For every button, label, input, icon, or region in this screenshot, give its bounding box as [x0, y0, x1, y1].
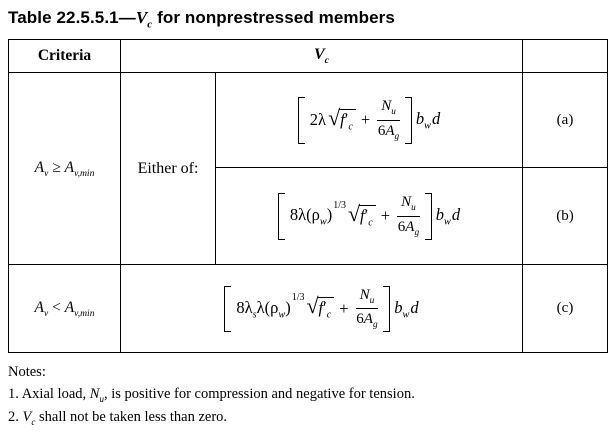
label-a: (a): [556, 111, 574, 128]
criteria-expression: Av < Av,min: [34, 298, 95, 319]
fraction-denominator: 6Ag: [397, 218, 420, 238]
radicand: f′c: [359, 204, 376, 228]
radical-icon: √: [347, 200, 361, 226]
formula-b-cell: 8λ(ρw)1/3 √ f′c + Nu 6Ag bwd: [216, 168, 523, 266]
label-b-cell: (b): [523, 168, 607, 266]
title-prefix: Table 22.5.5.1—: [8, 8, 136, 27]
formula-b-tail: bwd: [435, 205, 461, 228]
right-bracket-icon: [424, 193, 432, 240]
formula-b-coefficient: 8λ(ρw)1/3: [289, 199, 346, 228]
table-title: Table 22.5.5.1—Vc for nonprestressed mem…: [8, 8, 606, 30]
note-2: 2. Vc shall not be taken less than zero.: [8, 408, 228, 427]
header-criteria-label: Criteria: [37, 47, 92, 65]
header-empty-cell: [523, 40, 607, 74]
header-vc: Vc: [121, 40, 523, 74]
either-of-label: Either of:: [137, 159, 199, 177]
fraction-numerator: Nu: [397, 193, 420, 217]
title-variable: V: [135, 8, 148, 27]
formula-c-tail: bwd: [394, 297, 419, 321]
note-1: 1. Axial load, Nu, is positive for compr…: [8, 386, 415, 405]
fraction-denominator: 6Ag: [377, 122, 400, 142]
notes-section: Notes: 1. Axial load, Nu, is positive fo…: [8, 362, 606, 428]
plus-operator: +: [339, 298, 349, 318]
formula-c: 8λsλ(ρw)1/3 √ f′c + Nu 6Ag bwd: [224, 285, 419, 332]
formula-b: 8λ(ρw)1/3 √ f′c + Nu 6Ag bwd: [277, 193, 461, 240]
criteria-av-ge-avmin: Av ≥ Av,min: [9, 73, 121, 266]
fraction-numerator: Nu: [377, 97, 400, 121]
sqrt-group: √ f′c: [306, 293, 335, 321]
notes-heading: Notes:: [8, 364, 46, 381]
right-bracket-icon: [383, 285, 391, 332]
fraction-denominator: 6Ag: [356, 311, 378, 331]
header-criteria: Criteria: [9, 40, 121, 74]
fraction: Nu 6Ag: [377, 97, 400, 143]
radicand: f′c: [317, 297, 335, 321]
left-bracket-icon: [224, 285, 232, 332]
criteria-expression: Av ≥ Av,min: [34, 158, 95, 179]
fraction: Nu 6Ag: [355, 286, 379, 332]
fraction-numerator: Nu: [355, 286, 379, 310]
formula-a: 2λ √ f′c + Nu 6Ag bwd: [297, 97, 441, 144]
plus-operator: +: [380, 206, 391, 226]
fraction: Nu 6Ag: [397, 193, 420, 239]
title-variable-subscript: c: [147, 18, 153, 31]
label-c: (c): [556, 300, 574, 317]
left-bracket-icon: [277, 193, 285, 240]
label-a-cell: (a): [523, 73, 607, 169]
header-vc-label: Vc: [313, 46, 330, 67]
formula-c-cell: 8λsλ(ρw)1/3 √ f′c + Nu 6Ag bwd: [121, 265, 523, 353]
sqrt-group: √ f′c: [347, 200, 376, 228]
radical-icon: √: [306, 293, 319, 319]
title-suffix: for nonprestressed members: [152, 8, 395, 27]
right-bracket-icon: [404, 97, 412, 144]
formula-a-coefficient: 2λ: [309, 110, 327, 130]
sqrt-group: √ f′c: [328, 104, 356, 132]
either-of-cell: Either of:: [121, 73, 216, 266]
formula-a-tail: bwd: [415, 109, 441, 132]
radical-icon: √: [328, 104, 341, 130]
formula-c-coefficient: 8λsλ(ρw)1/3: [236, 292, 305, 321]
criteria-av-lt-avmin: Av < Av,min: [9, 265, 121, 353]
label-b: (b): [556, 207, 574, 224]
formula-a-cell: 2λ √ f′c + Nu 6Ag bwd: [216, 73, 523, 169]
left-bracket-icon: [297, 97, 305, 144]
label-c-cell: (c): [523, 265, 607, 352]
plus-operator: +: [360, 110, 371, 130]
vc-table: Criteria Vc Av ≥ Av,min Either of: 2λ √ …: [8, 39, 608, 354]
radicand: f′c: [339, 108, 356, 132]
